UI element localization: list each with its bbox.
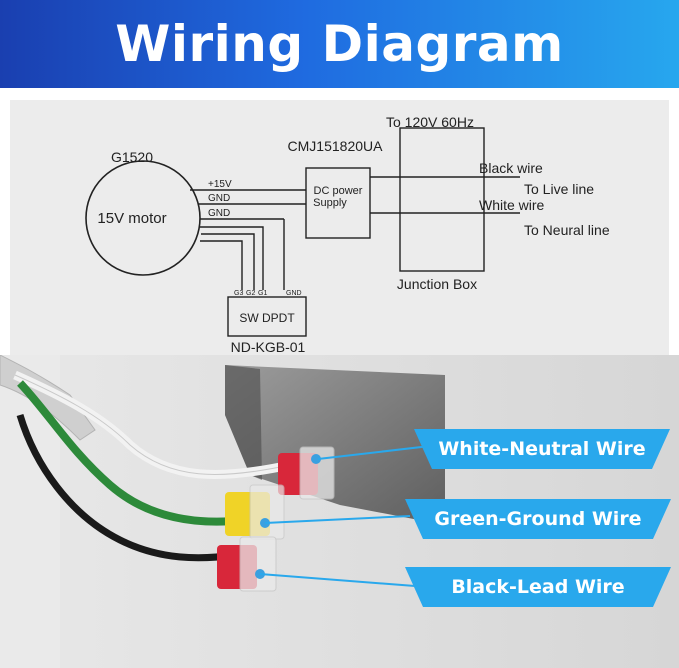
- wire-g1: [200, 226, 264, 290]
- neutral-line-label: To Neural line: [524, 222, 610, 238]
- wire-gnd-label-2: GND: [208, 208, 230, 219]
- callout-green-ground-label: Green-Ground Wire: [434, 508, 642, 530]
- power-supply-label-2: Supply: [313, 197, 347, 209]
- title-banner: [0, 0, 679, 88]
- callout-white-neutral: White-Neutral Wire: [414, 429, 670, 469]
- red-connector-bottom: [217, 536, 277, 592]
- switch-model: ND-KGB-01: [231, 339, 306, 355]
- motor-model: G1520: [111, 149, 153, 165]
- wire-g3: [200, 240, 243, 290]
- wire-plus15v-label: +15V: [208, 179, 232, 190]
- power-supply-label-1: DC power: [314, 185, 363, 197]
- junction-box-label: Junction Box: [397, 276, 477, 292]
- callout-white-neutral-label: White-Neutral Wire: [438, 438, 646, 460]
- mains-label: To 120V 60Hz: [386, 114, 474, 130]
- live-line-label: To Live line: [524, 181, 594, 197]
- wiring-diagram-panel: G1520 15V motor +15V GND GND G3 G2 G1 GN…: [10, 100, 669, 355]
- switch-pin-g1: G1: [258, 290, 267, 297]
- switch-pin-g2: G2: [246, 290, 255, 297]
- pointer-white-neutral: [317, 445, 431, 460]
- power-supply-box: [305, 167, 371, 239]
- switch-label: SW DPDT: [239, 311, 295, 325]
- black-wire: [16, 413, 236, 562]
- switch-pin-gnd: GND: [286, 290, 302, 297]
- motor-symbol: [85, 160, 201, 276]
- yellow-connector: [225, 484, 285, 540]
- junction-box: [399, 127, 485, 272]
- wire-g2: [201, 233, 255, 290]
- wire-gnd-label-1: GND: [208, 193, 230, 204]
- switch-pin-g3: G3: [234, 290, 243, 297]
- white-wire-label: White wire: [479, 197, 545, 213]
- green-wire: [17, 380, 246, 526]
- motor-label: 15V motor: [97, 210, 166, 227]
- power-supply-model: CMJ151820UA: [288, 138, 384, 154]
- pointer-black-lead: [259, 573, 416, 587]
- page-title: Wiring Diagram: [115, 15, 564, 73]
- callout-black-lead: Black-Lead Wire: [405, 567, 671, 607]
- red-connector-top: [278, 446, 335, 500]
- callout-green-ground: Green-Ground Wire: [405, 499, 671, 539]
- pointer-green-ground: [264, 515, 411, 524]
- black-wire-label: Black wire: [479, 160, 543, 176]
- switch-box: [227, 296, 307, 337]
- wiring-diagram: G1520 15V motor +15V GND GND G3 G2 G1 GN…: [85, 114, 610, 355]
- callout-black-lead-label: Black-Lead Wire: [451, 576, 625, 598]
